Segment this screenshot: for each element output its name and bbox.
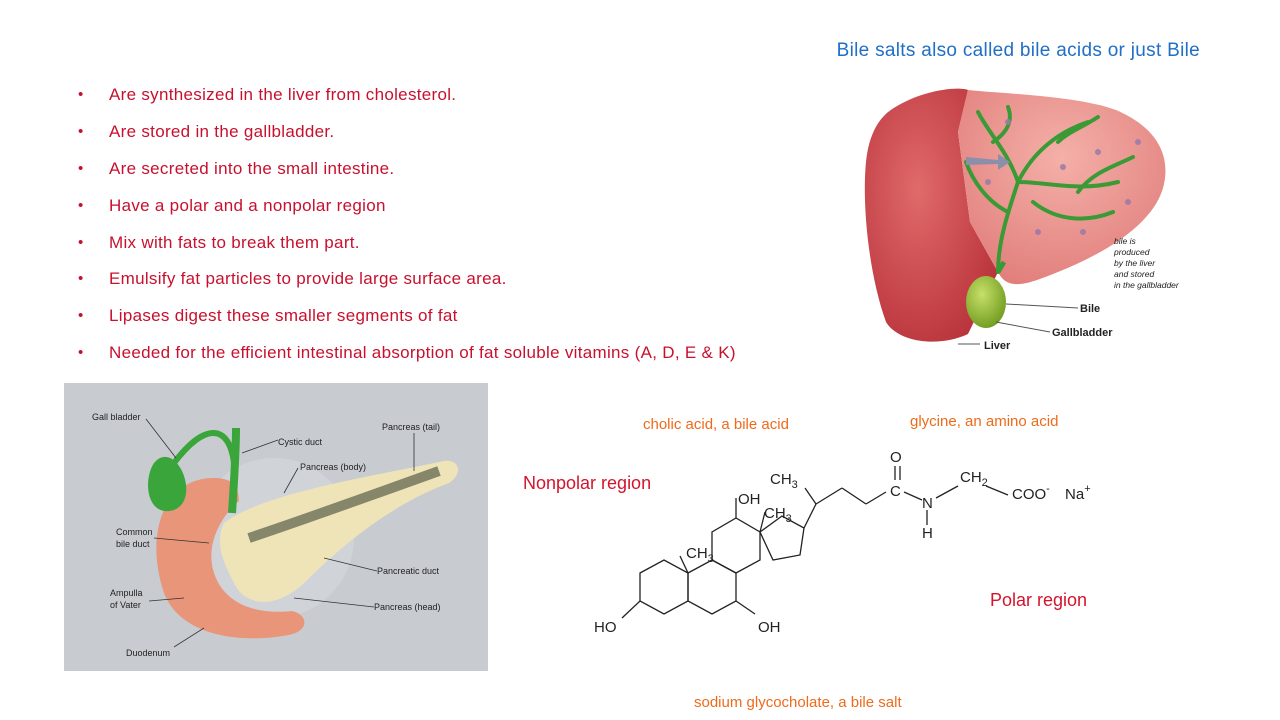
gall-bladder-label: Gall bladder	[92, 412, 141, 422]
bullet-item: • Are synthesized in the liver from chole…	[78, 82, 736, 119]
common-bile-duct-label: bile duct	[116, 539, 150, 549]
pancreas-body-shape	[219, 460, 459, 602]
polar-region-label: Polar region	[990, 590, 1088, 610]
atom-label: HO	[594, 619, 617, 636]
bullet-item: • Mix with fats to break them part.	[78, 230, 736, 267]
bullet-text: Needed for the efficient intestinal abso…	[109, 343, 736, 363]
atom-label: C	[890, 483, 901, 500]
atom-label: CH3	[770, 471, 798, 491]
bullet-list: • Are synthesized in the liver from chole…	[78, 82, 736, 377]
bullet-dot-icon: •	[78, 159, 84, 177]
bullet-text: Have a polar and a nonpolar region	[109, 195, 386, 215]
atom-label: CH	[960, 469, 982, 486]
duodenum-shape	[156, 478, 305, 639]
bullet-text: Are synthesized in the liver from choles…	[109, 85, 457, 104]
bullet-dot-icon: •	[78, 196, 84, 214]
bullet-text: Emulsify fat particles to provide large …	[109, 269, 507, 289]
bullet-text: Lipases digest these smaller segments of…	[109, 306, 458, 326]
ampulla-label: Ampulla	[110, 588, 143, 598]
bullet-item: • Have a polar and a nonpolar region	[78, 193, 736, 230]
liver-left-lobe	[864, 88, 998, 342]
atom-label: Na	[1065, 486, 1085, 503]
pancreatic-duct-label: Pancreatic duct	[377, 566, 440, 576]
bullet-dot-icon: •	[78, 307, 84, 325]
atom-label: H	[922, 525, 933, 542]
bullet-item: • Needed for the efficient intestinal abs…	[78, 340, 736, 377]
bullet-item: • Lipases digest these smaller segments o…	[78, 303, 736, 340]
pancreas-tail-label: Pancreas (tail)	[382, 422, 440, 432]
atom-label: OH	[738, 491, 761, 508]
atom-superscript: +	[1084, 483, 1090, 495]
pancreas-head-label: Pancreas (head)	[374, 602, 441, 612]
atom-superscript: -	[1046, 483, 1050, 495]
bullet-text: Mix with fats to break them part.	[109, 232, 360, 252]
glycine-label: glycine, an amino acid	[910, 413, 1059, 430]
bullet-dot-icon: •	[78, 270, 84, 288]
nonpolar-region-label: Nonpolar region	[523, 473, 652, 493]
gallbladder-shape	[148, 456, 187, 512]
pointer-arrow-icon	[966, 154, 1010, 170]
liver-note-line: in the gallbladder	[1114, 280, 1180, 290]
atom-subscript: 3	[708, 553, 714, 565]
liver-illustration: bile is produced by the liver and stored…	[864, 88, 1180, 352]
pancreas-illustration: Gall bladder Cystic duct Pancreas (tail)…	[64, 383, 488, 671]
atom-label: CH3	[764, 505, 792, 525]
cholic-acid-label: cholic acid, a bile acid	[643, 416, 789, 433]
duodenum-label: Duodenum	[126, 648, 170, 658]
glycocholate-structure: CH3 OH CH3 CH3 HO OH O C N H CH2 COO- Na…	[594, 449, 1091, 636]
atom-label: COO-	[1012, 483, 1050, 503]
atom-label: COO	[1012, 486, 1046, 503]
liver-note-line: by the liver	[1114, 258, 1156, 268]
bullet-item: • Emulsify fat particles to provide large…	[78, 266, 736, 303]
gallbladder-shape	[966, 276, 1006, 328]
atom-label: OH	[758, 619, 781, 636]
atom-label: CH3	[686, 545, 714, 565]
slide-title: Bile salts also called bile acids or jus…	[836, 40, 1200, 61]
atom-label: CH	[764, 505, 786, 522]
atom-subscript: 3	[792, 479, 798, 491]
atom-label: N	[922, 495, 933, 512]
liver-note-line: bile is	[1114, 236, 1136, 246]
atom-subscript: 3	[786, 513, 792, 525]
ampulla-label: of Vater	[110, 600, 141, 610]
gallbladder-label: Gallbladder	[1052, 327, 1113, 339]
bullet-dot-icon: •	[78, 122, 84, 140]
pancreas-body-label: Pancreas (body)	[300, 462, 366, 472]
cystic-duct-label: Cystic duct	[278, 437, 323, 447]
liver-note-line: produced	[1113, 247, 1150, 257]
atom-label: CH	[686, 545, 708, 562]
atom-subscript: 2	[982, 477, 988, 489]
liver-note-line: and stored	[1114, 269, 1154, 279]
bullet-dot-icon: •	[78, 233, 84, 251]
bile-label: Bile	[1080, 303, 1100, 315]
bullet-text: Are stored in the gallbladder.	[109, 121, 335, 141]
bullet-item: • Are stored in the gallbladder.	[78, 119, 736, 156]
atom-label: O	[890, 449, 902, 466]
liver-label: Liver	[984, 340, 1011, 352]
bullet-item: • Are secreted into the small intestine.	[78, 156, 736, 193]
bullet-dot-icon: •	[78, 344, 84, 362]
atom-label: CH2	[960, 469, 988, 489]
structure-caption: sodium glycocholate, a bile salt	[694, 694, 902, 711]
bullet-dot-icon: •	[78, 86, 84, 103]
bullet-text: Are secreted into the small intestine.	[109, 158, 395, 178]
atom-label: CH	[770, 471, 792, 488]
common-bile-duct-label: Common	[116, 527, 153, 537]
atom-label: Na+	[1065, 483, 1091, 503]
